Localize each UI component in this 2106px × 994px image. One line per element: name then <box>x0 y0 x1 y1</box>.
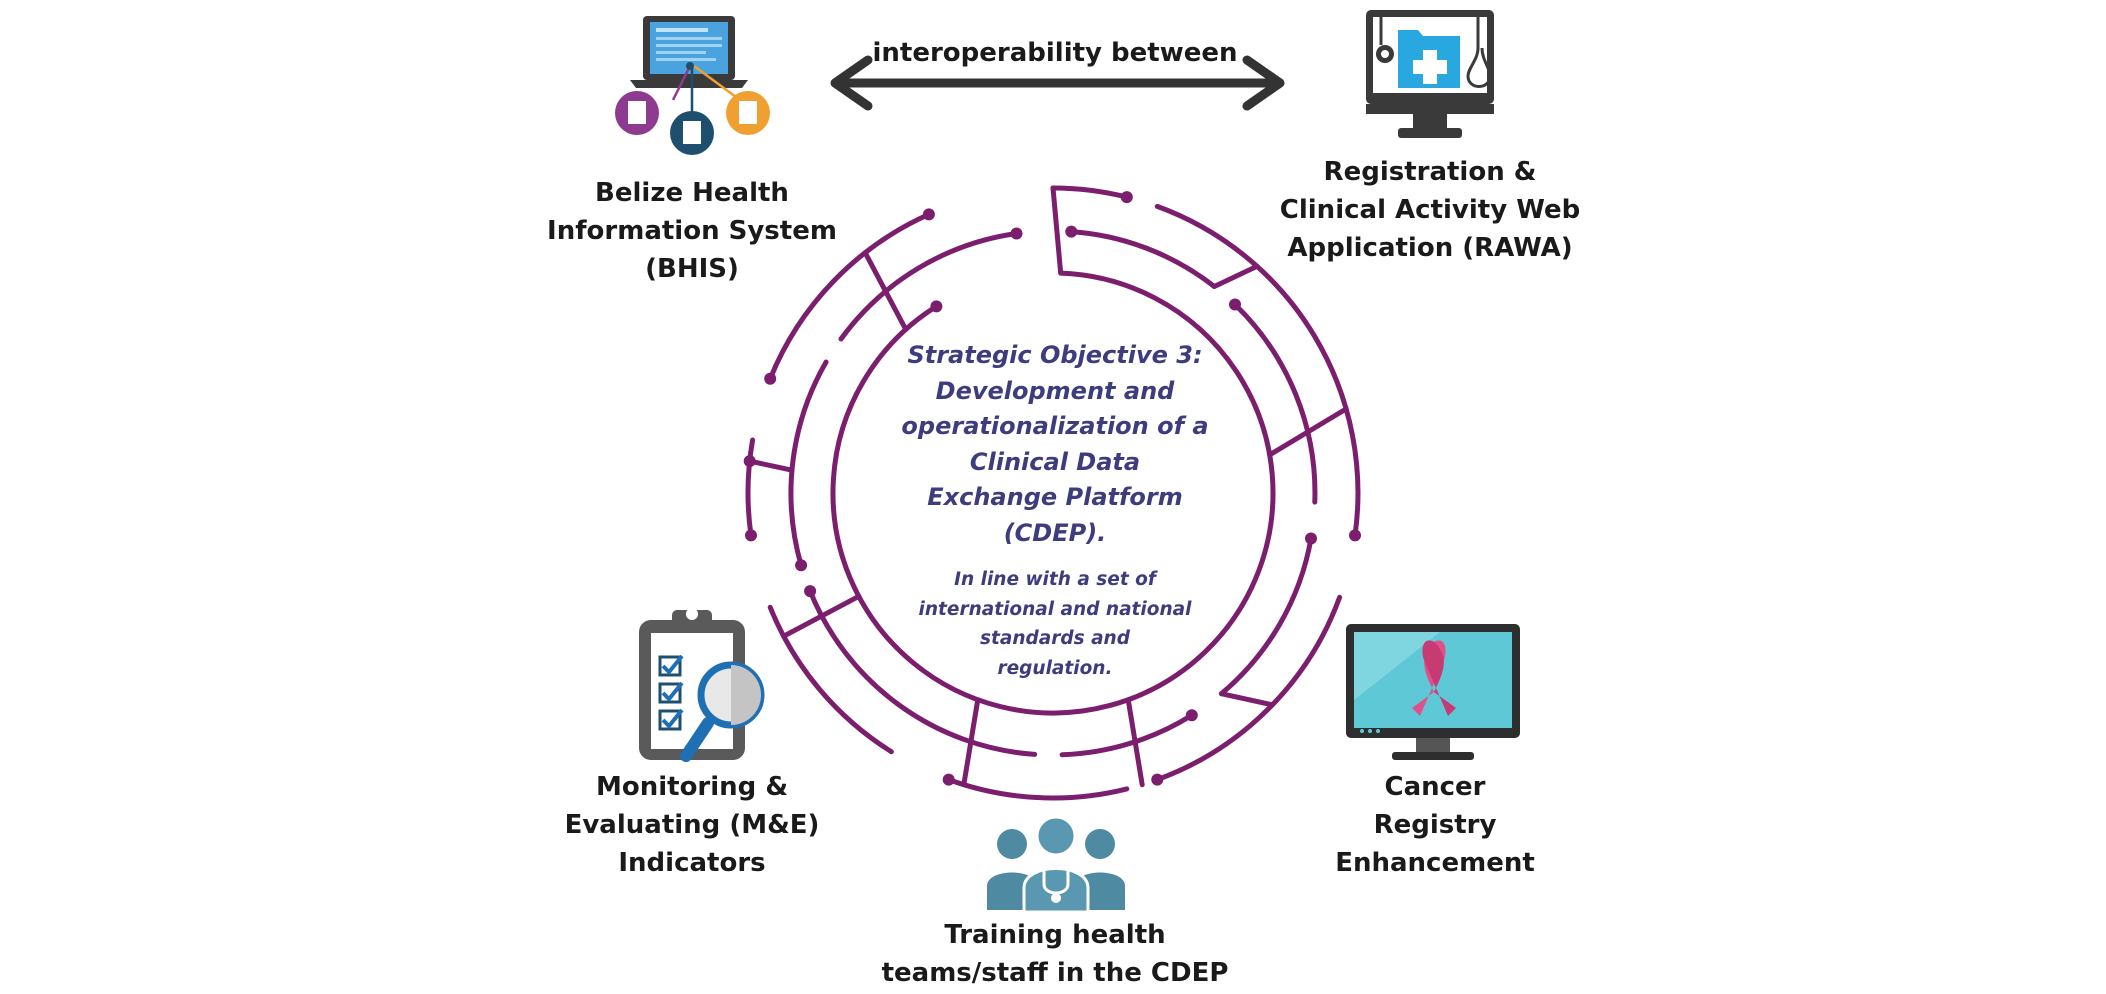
circuit-connector <box>1267 406 1349 458</box>
monitor-medical-folder-icon <box>1366 10 1494 138</box>
subtitle-line: regulation. <box>997 657 1113 679</box>
label-line: Training health <box>944 920 1166 950</box>
cancer-label: Cancer Registry Enhancement <box>1305 768 1565 882</box>
title-line: Development and <box>935 376 1175 405</box>
circuit-arc <box>1059 712 1195 758</box>
title-line: Clinical Data <box>969 447 1141 476</box>
circuit-node <box>795 559 808 572</box>
circuit-arc <box>838 231 1019 342</box>
circuit-connector <box>781 593 862 639</box>
circuit-node <box>764 372 777 385</box>
health-team-icon <box>987 815 1125 914</box>
label-line: Clinical Activity Web <box>1279 195 1581 225</box>
strategic-objective-title: Strategic Objective 3: Development and o… <box>880 338 1230 551</box>
interoperability-arrow <box>830 55 1285 111</box>
label-line: Information System <box>547 216 837 246</box>
circuit-arc <box>788 359 829 568</box>
subtitle-line: international and national <box>918 598 1192 620</box>
label-line: Application (RAWA) <box>1287 233 1573 263</box>
circuit-node <box>1120 191 1133 204</box>
label-line: Evaluating (M&E) <box>564 810 820 840</box>
circuit-connector <box>1050 185 1064 276</box>
circuit-arc <box>1068 229 1217 289</box>
circuit-arc <box>745 437 756 538</box>
center-text: Strategic Objective 3: Development and o… <box>880 338 1230 683</box>
title-line: operationalization of a <box>901 412 1209 440</box>
subtitle-line: In line with a set of <box>954 569 1156 590</box>
circuit-arc <box>946 777 1130 801</box>
circuit-node <box>1305 532 1317 545</box>
label-line: (BHIS) <box>645 254 739 284</box>
title-line: Exchange Platform <box>927 483 1183 511</box>
circuit-node <box>1010 227 1023 240</box>
circuit-node <box>743 455 756 468</box>
circuit-arc <box>807 588 1038 757</box>
bhis-label: Belize Health Information System (BHIS) <box>542 174 842 288</box>
title-line: Strategic Objective 3: <box>907 341 1203 369</box>
circuit-connector <box>747 458 795 473</box>
circuit-node <box>1229 298 1241 311</box>
me-label: Monitoring & Evaluating (M&E) Indicators <box>552 768 832 882</box>
circuit-connector <box>961 697 981 788</box>
label-line: Registry <box>1373 810 1497 840</box>
circuit-node <box>1349 529 1361 542</box>
arrow-label: interoperability between <box>872 38 1238 68</box>
subtitle-line: standards and <box>980 628 1130 649</box>
circuit-arc <box>830 270 1276 716</box>
label-line: Monitoring & <box>595 772 789 802</box>
circuit-node <box>922 208 935 221</box>
circuit-arc <box>1050 185 1130 200</box>
circuit-node <box>1065 225 1078 238</box>
circuit-node <box>745 529 757 542</box>
circuit-node <box>1185 709 1198 722</box>
circuit-node <box>930 300 943 313</box>
circuit-connector <box>862 250 909 332</box>
circuit-connector <box>1125 697 1145 788</box>
label-line: Enhancement <box>1335 848 1535 878</box>
clipboard-magnifier-icon <box>639 608 765 762</box>
label-line: teams/staff in the CDEP <box>881 958 1229 988</box>
label-line: Indicators <box>618 848 766 878</box>
title-line: (CDEP). <box>1003 518 1107 547</box>
circuit-arc <box>1154 203 1361 538</box>
circuit-connector <box>1218 691 1275 708</box>
circuit-arc <box>1232 302 1318 505</box>
circuit-arc <box>767 211 932 382</box>
circuit-arc <box>1154 594 1343 783</box>
monitor-ribbon-icon <box>1346 624 1520 760</box>
laptop-network-icon <box>615 16 770 155</box>
circuit-node <box>804 585 817 598</box>
label-line: Cancer <box>1384 772 1486 802</box>
circuit-arc <box>1218 536 1314 697</box>
training-label: Training health teams/staff in the CDEP <box>880 916 1230 992</box>
circuit-ring <box>743 185 1361 801</box>
circuit-connector <box>1211 263 1260 289</box>
circuit-node <box>942 773 955 786</box>
circuit-node <box>1151 773 1164 786</box>
label-line: Registration & <box>1323 157 1537 187</box>
standards-subtitle: In line with a set of international and … <box>880 565 1230 683</box>
rawa-label: Registration & Clinical Activity Web App… <box>1270 153 1590 267</box>
label-line: Belize Health <box>595 178 789 208</box>
circuit-arc <box>767 604 894 755</box>
